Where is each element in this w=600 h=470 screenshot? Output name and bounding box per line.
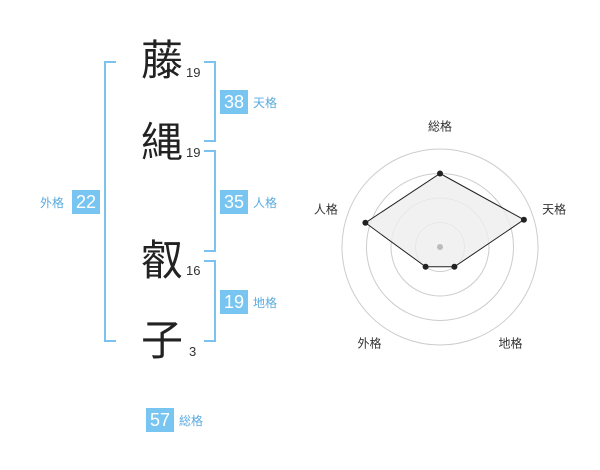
stroke-count-2: 19 — [186, 145, 201, 160]
radar-point-1 — [437, 170, 443, 177]
jinkaku-bracket — [204, 150, 216, 252]
radar-area — [364, 172, 525, 268]
stroke-count-1: 19 — [186, 65, 201, 80]
radar-ring-4 — [341, 148, 539, 346]
gaikaku-label: 外格 — [40, 196, 65, 210]
radar-point-4 — [422, 263, 429, 270]
tenkaku-label: 天格 — [253, 96, 278, 110]
jinkaku-label: 人格 — [253, 196, 278, 210]
stroke-count-4: 3 — [189, 344, 197, 359]
soukaku-label: 総格 — [179, 414, 204, 428]
radar-axis-label-3: 地格 — [498, 336, 522, 351]
jinkaku-score: 35 — [220, 190, 248, 214]
gaikaku-score: 22 — [72, 190, 100, 214]
radar-point-2 — [520, 216, 527, 223]
chikaku-score: 19 — [220, 290, 248, 314]
radar-center-dot — [437, 244, 443, 250]
gaikaku-bracket — [104, 61, 116, 342]
radar-axis-label-4: 外格 — [357, 336, 381, 351]
radar-axis-label-1: 総格 — [428, 119, 452, 134]
tenkaku-score: 38 — [220, 90, 248, 114]
chikaku-label: 地格 — [253, 296, 278, 310]
soukaku-score: 57 — [146, 408, 174, 432]
name-char-1: 藤 — [140, 36, 183, 85]
stroke-count-3: 16 — [186, 263, 201, 278]
radar-axis-label-5: 人格 — [314, 201, 338, 216]
name-char-4: 子 — [140, 316, 183, 365]
tenkaku-bracket — [204, 61, 216, 142]
radar-point-3 — [451, 263, 458, 270]
name-char-2: 縄 — [140, 118, 183, 167]
name-char-3: 叡 — [140, 236, 183, 285]
radar-point-5 — [362, 219, 369, 226]
chikaku-bracket — [204, 260, 216, 342]
radar-axis-label-2: 天格 — [542, 201, 566, 216]
